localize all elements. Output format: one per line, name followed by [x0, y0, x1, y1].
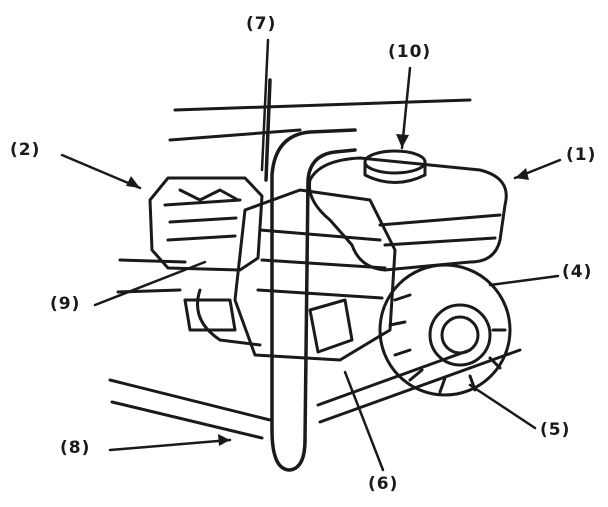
callout-7: (7) — [246, 14, 277, 34]
leader-7 — [260, 38, 270, 172]
arrowhead-10 — [396, 134, 409, 148]
callout-9: (9) — [50, 294, 81, 314]
fuel-tank — [307, 149, 508, 272]
callout-4: (4) — [562, 262, 593, 282]
callout-8: (8) — [60, 438, 91, 458]
leader-lines — [60, 38, 562, 472]
callout-1: (1) — [566, 145, 597, 165]
arrowhead-1 — [515, 168, 529, 180]
leader-6 — [343, 370, 385, 472]
leader-4 — [488, 274, 560, 287]
callout-10: (10) — [388, 42, 432, 62]
engine-block — [183, 188, 397, 362]
leader-2 — [60, 153, 142, 190]
arrowhead-8 — [218, 434, 230, 446]
arrowhead-2 — [126, 176, 140, 188]
muffler — [148, 176, 264, 272]
callout-5: (5) — [540, 420, 571, 440]
leader-8 — [108, 438, 232, 452]
tube-frame — [264, 78, 357, 472]
leader-9 — [93, 260, 207, 307]
recoil-starter — [378, 263, 512, 397]
frame-rails — [108, 98, 522, 440]
leader-5 — [468, 383, 537, 430]
callout-6: (6) — [368, 474, 399, 494]
arrowheads — [126, 134, 529, 446]
callout-2: (2) — [10, 140, 41, 160]
